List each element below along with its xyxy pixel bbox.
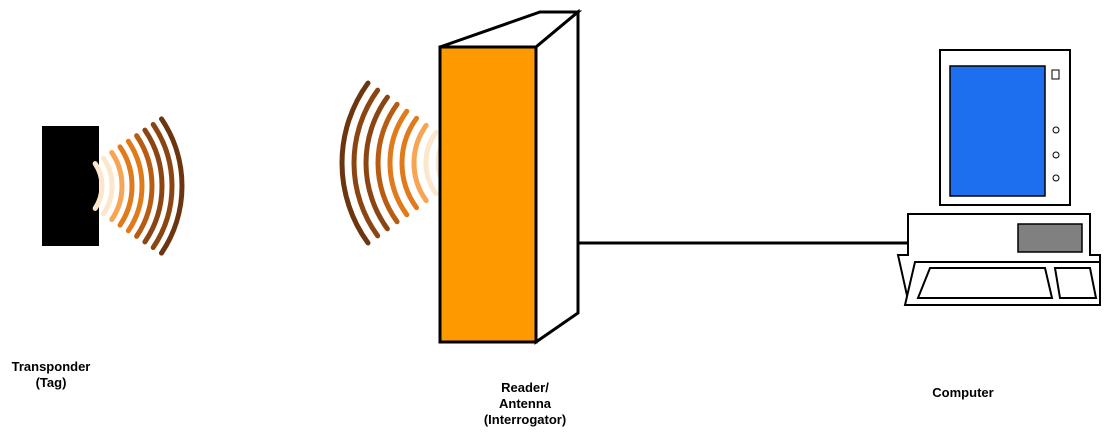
wave-arc (411, 122, 429, 204)
tag-label-line1: Transponder (11, 359, 91, 374)
reader-front-face (438, 45, 538, 344)
monitor-button-square (1051, 69, 1060, 80)
wave-arc (109, 149, 125, 223)
monitor-knob-1 (1052, 126, 1060, 134)
monitor-knob-3 (1052, 174, 1060, 182)
desktop-computer-icon (896, 49, 1101, 306)
wave-arc (387, 108, 410, 218)
wave-arc (423, 129, 439, 197)
wave-arc (100, 155, 115, 217)
wave-arc (351, 87, 381, 239)
wave-arc (117, 144, 135, 228)
wave-arc (158, 116, 185, 256)
reader-label-line1: Reader/ (501, 380, 549, 395)
drive-slot (1017, 223, 1083, 253)
reader-antenna-icon (438, 8, 583, 345)
reader-label-line2: Antenna (499, 396, 551, 411)
tag-label-line2: (Tag) (35, 375, 67, 390)
wave-arc (150, 121, 175, 251)
monitor-screen (949, 65, 1046, 197)
wave-arc (375, 101, 400, 225)
monitor-knob-2 (1052, 151, 1060, 159)
tag-label: Transponder (Tag) (8, 359, 94, 391)
wave-arc (142, 127, 165, 245)
wave-arc (363, 94, 390, 232)
wave-arc (399, 115, 420, 211)
reader-label-line3: (Interrogator) (483, 412, 567, 427)
wave-arc (125, 138, 145, 234)
reader-label: Reader/ Antenna (Interrogator) (474, 380, 576, 428)
tag-wave-arcs (92, 116, 185, 256)
reader-side-face (534, 8, 580, 345)
keyboard-keypad (1053, 267, 1098, 299)
keyboard-main-keys (916, 267, 1054, 299)
tag-icon (42, 126, 99, 246)
reader-wave-arcs (339, 80, 449, 246)
computer-label: Computer (932, 385, 994, 400)
wave-arc (339, 80, 371, 246)
wave-arc (92, 161, 105, 211)
wave-arc (134, 133, 155, 239)
